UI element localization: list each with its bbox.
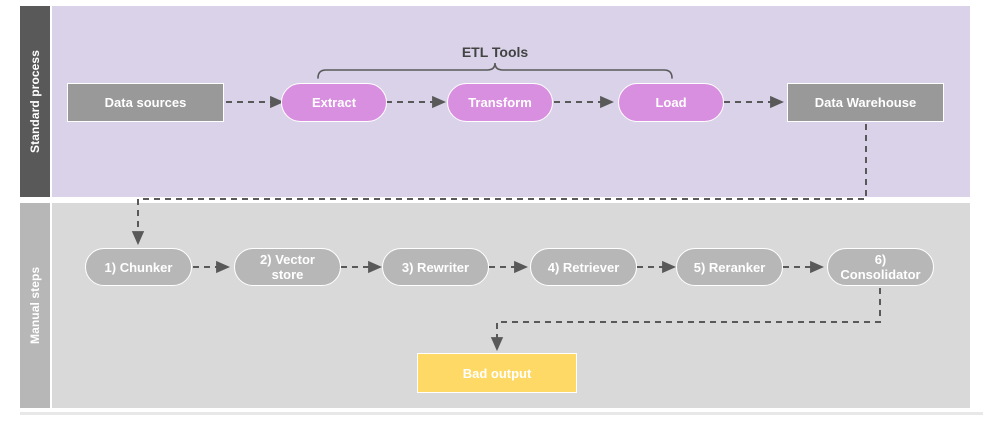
node-extract[interactable]: Extract [281, 83, 387, 122]
node-transform[interactable]: Transform [447, 83, 553, 122]
node-consolidator-line2: Consolidator [840, 267, 921, 282]
node-rewriter[interactable]: 3) Rewriter [382, 248, 489, 286]
node-data-sources[interactable]: Data sources [67, 83, 224, 122]
bottom-divider [20, 412, 983, 415]
lane-manual-steps-label: Manual steps [20, 203, 50, 408]
node-chunker[interactable]: 1) Chunker [85, 248, 192, 286]
node-retriever[interactable]: 4) Retriever [530, 248, 637, 286]
node-vector-store[interactable]: 2) Vector store [234, 248, 341, 286]
node-vector-store-line2: store [271, 267, 304, 282]
node-consolidator[interactable]: 6) Consolidator [827, 248, 934, 286]
node-reranker[interactable]: 5) Reranker [676, 248, 783, 286]
etl-tools-label: ETL Tools [461, 44, 529, 60]
node-consolidator-line1: 6) [874, 252, 887, 267]
node-data-warehouse[interactable]: Data Warehouse [787, 83, 944, 122]
node-bad-output[interactable]: Bad output [417, 353, 577, 393]
node-load[interactable]: Load [618, 83, 724, 122]
node-vector-store-line1: 2) Vector [260, 252, 315, 267]
lane-standard-process-label: Standard process [20, 6, 50, 197]
